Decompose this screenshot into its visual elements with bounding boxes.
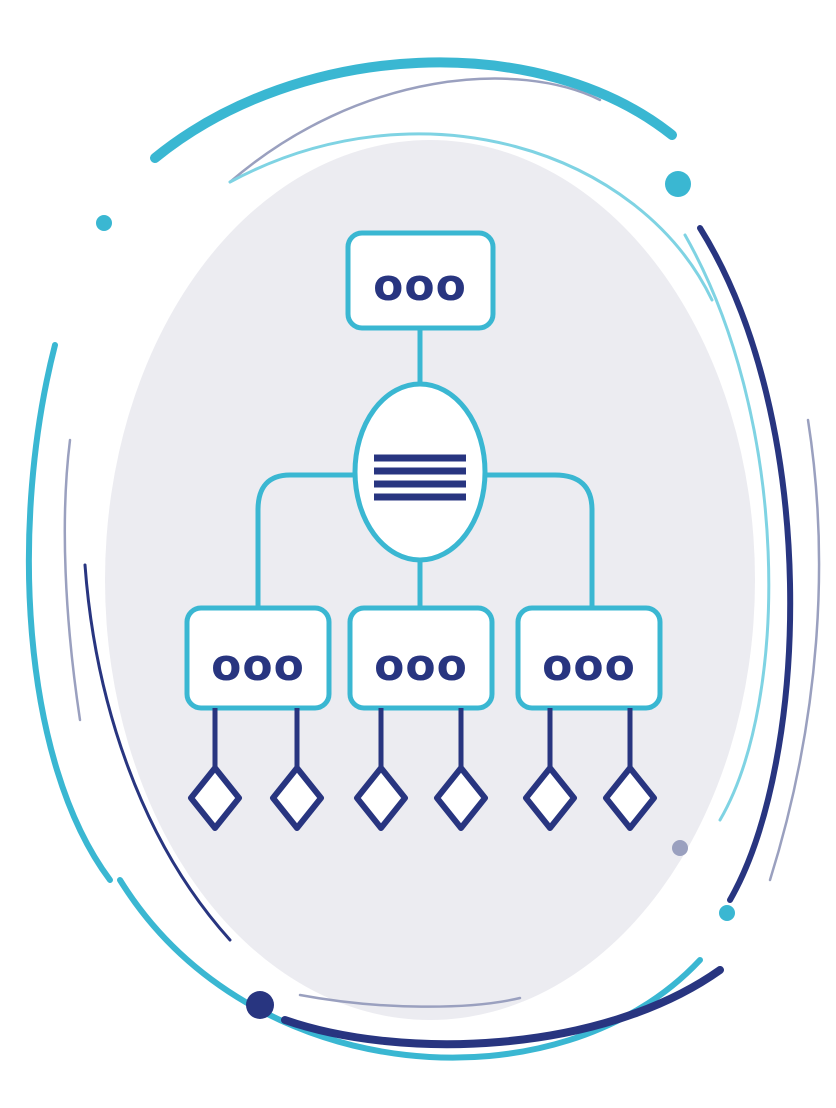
root-node-label: ooo (373, 260, 467, 311)
right-outer-gray-arc (768, 418, 821, 882)
left-outer-cyan-arc (25, 342, 113, 883)
bottom-gray-arc (298, 993, 522, 1008)
leaf-diamond-4 (434, 765, 488, 831)
child-node-3-label: ooo (542, 640, 636, 691)
inner-ellipse-background (105, 140, 755, 1020)
child-node-2: ooo (347, 605, 495, 711)
leaf-diamond-1 (188, 765, 242, 831)
child-node-3: ooo (515, 605, 663, 711)
dot-left (96, 215, 112, 231)
dot-right-bottom (719, 905, 735, 921)
bottom-navy-arc (281, 966, 724, 1049)
connector-lines (255, 327, 595, 613)
top-cyan-arc (150, 57, 677, 163)
left-gray-arc (63, 438, 82, 722)
root-node: ooo (345, 230, 496, 331)
list-lines-icon (374, 454, 466, 501)
leaf-diamond-3 (354, 765, 408, 831)
decorative-dots (96, 171, 735, 1019)
child-node-1: ooo (184, 605, 332, 711)
hub-node (352, 381, 488, 563)
leaf-nodes (188, 708, 657, 831)
child-node-2-label: ooo (374, 640, 468, 691)
leaf-diamond-2 (270, 765, 324, 831)
inner-cyan-ring (228, 132, 714, 302)
leaf-diamond-6 (603, 765, 657, 831)
dot-right-lower (672, 840, 688, 856)
top-gray-arc (228, 77, 602, 184)
leaf-diamond-5 (523, 765, 577, 831)
dot-bottom-left (246, 991, 274, 1019)
right-cyan-arc (683, 233, 771, 822)
decorative-rings (25, 57, 821, 1061)
right-navy-arc (697, 225, 794, 903)
left-inner-navy-arc (83, 563, 232, 942)
child-node-1-label: ooo (211, 640, 305, 691)
dot-top-right (665, 171, 691, 197)
